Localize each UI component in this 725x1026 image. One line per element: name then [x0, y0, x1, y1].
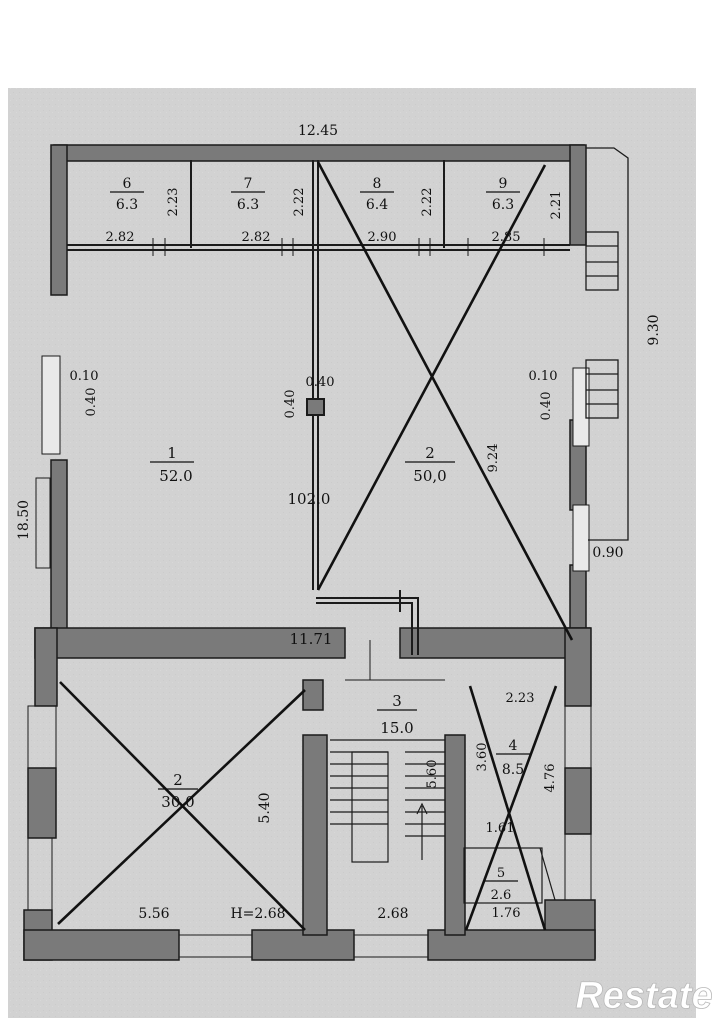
dimension-labels: 12.45 18.50 9.30 0.90 2.23 2.22 2.22 2.2… [16, 123, 662, 922]
dim-room7-h: 2.22 [292, 188, 307, 217]
staircase [330, 739, 556, 904]
right-porch [585, 147, 629, 541]
room4-area: 8.5 [502, 762, 524, 778]
exterior-walls [23, 144, 596, 961]
dim-room9-w: 2.85 [492, 230, 521, 245]
dim-right-length: 9.30 [646, 314, 662, 345]
dim-room8-w: 2.90 [368, 230, 397, 245]
dim-room6-h: 2.23 [166, 188, 181, 217]
restate-logo-text: Restate [575, 975, 712, 1017]
room2-upper-area: 50,0 [413, 467, 446, 485]
dim-stair-w: 2.68 [377, 906, 408, 922]
dim-room2b-h: 5.40 [257, 792, 273, 823]
dim-window-right-b: 0.40 [539, 392, 554, 421]
room2-lower-number: 2 [173, 771, 183, 789]
dim-hall-total: 102.0 [288, 490, 331, 508]
dim-top-length: 12.45 [298, 123, 338, 139]
room1-area: 52.0 [159, 467, 192, 485]
dim-room9-h: 2.21 [549, 191, 564, 220]
dim-room8-h: 2.22 [420, 188, 435, 217]
room6-area: 6.3 [116, 197, 138, 213]
door-ticks [152, 238, 545, 681]
dim-room2b-w: 5.56 [138, 906, 169, 922]
room4-number: 4 [509, 738, 518, 754]
windows [27, 355, 592, 958]
dim-left-length: 18.50 [16, 500, 32, 540]
room9-area: 6.3 [492, 197, 514, 213]
room6-number: 6 [123, 176, 132, 192]
room5-area: 2.6 [491, 888, 512, 903]
room1-number: 1 [167, 444, 177, 462]
dim-column-a: 0.40 [306, 375, 335, 390]
dim-column-b: 0.40 [283, 390, 298, 419]
room2-lower-area: 30.0 [161, 793, 194, 811]
room9-number: 9 [499, 176, 508, 192]
room7-number: 7 [244, 176, 253, 192]
dim-room4-h-left: 3.60 [475, 743, 490, 772]
room8-number: 8 [373, 176, 382, 192]
room7-area: 6.3 [237, 197, 259, 213]
dim-room5-w: 1.76 [492, 906, 521, 921]
dim-window-left-b: 0.40 [84, 388, 99, 417]
room8-area: 6.4 [366, 197, 388, 213]
dim-stair-h: 5.60 [425, 760, 440, 789]
restate-logo: Restate [575, 975, 713, 1018]
room5-number: 5 [497, 866, 505, 881]
dim-room5-h: 1.61 [486, 821, 515, 836]
dim-ceiling: H=2.68 [230, 906, 285, 922]
room-labels: 6 6.3 7 6.3 8 6.4 9 6.3 1 52.0 2 50,0 2 … [110, 176, 530, 903]
room3-area: 15.0 [380, 719, 413, 737]
dim-room4-w: 2.23 [506, 691, 535, 706]
room2-upper-number: 2 [425, 444, 435, 462]
dim-diagonal: 9.24 [486, 444, 501, 473]
dim-hall-width: 11.71 [290, 630, 333, 648]
dim-window-left-a: 0.10 [70, 369, 99, 384]
room-cross-marks [57, 161, 574, 931]
dim-right-offset: 0.90 [592, 545, 623, 561]
dim-window-right-a: 0.10 [529, 369, 558, 384]
interior-partitions [67, 160, 570, 655]
dim-room6-w: 2.82 [106, 230, 135, 245]
dim-room7-w: 2.82 [242, 230, 271, 245]
dim-room4-h-right: 4.76 [543, 764, 558, 793]
room3-number: 3 [392, 692, 402, 710]
